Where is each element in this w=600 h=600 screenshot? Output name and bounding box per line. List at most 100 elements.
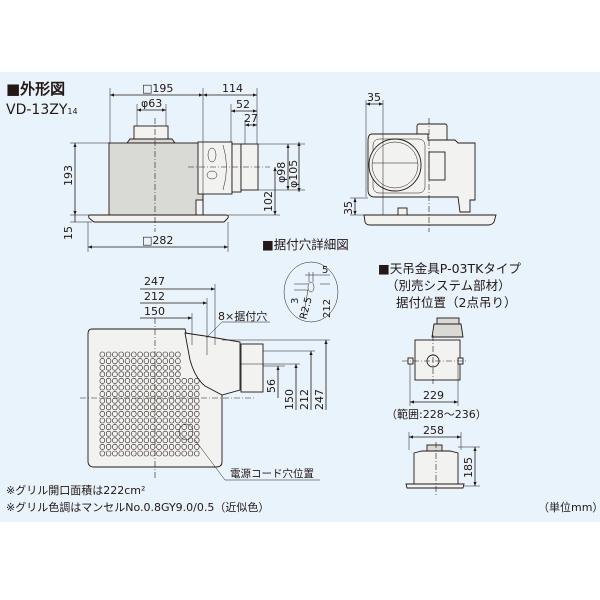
grille-slot <box>124 424 131 430</box>
grille-slot <box>194 411 200 417</box>
grille-slot <box>118 391 124 397</box>
grille-slot <box>181 450 187 457</box>
grille-slot <box>162 411 168 417</box>
grille-slot <box>106 417 112 424</box>
grille-slot <box>99 404 105 411</box>
grille-slot <box>187 444 194 450</box>
grille-slot <box>169 424 175 430</box>
grille-slot <box>169 358 175 364</box>
grille-slot <box>175 411 181 417</box>
grille-slot <box>124 351 131 358</box>
grille-slot <box>181 437 187 444</box>
svg-text:247: 247 <box>313 389 326 410</box>
grille-slot <box>118 404 124 411</box>
grille-slot <box>106 424 112 430</box>
grille-slot <box>181 384 187 391</box>
grille-slot <box>137 391 143 397</box>
body <box>108 142 204 216</box>
grille-slot <box>118 450 124 457</box>
svg-text:φ63: φ63 <box>141 97 162 110</box>
grille-slot <box>162 450 168 457</box>
grille-slot <box>187 450 194 457</box>
bottom-view: 電源コード穴位置 8×据付穴 247 212 150 56 150 212 24… <box>80 275 330 481</box>
grille-slot <box>99 384 105 391</box>
grille-slot <box>137 364 143 371</box>
grille-slot <box>131 417 137 424</box>
grille-slot <box>162 404 168 411</box>
grille-slot <box>106 371 112 378</box>
grille-slot <box>112 364 118 371</box>
grille-slot <box>175 450 181 457</box>
grille-slot <box>143 411 150 417</box>
grille-slot <box>137 417 143 424</box>
grille-slot <box>194 444 200 450</box>
grille-slot <box>156 417 162 424</box>
svg-text:27: 27 <box>244 112 258 125</box>
grille-slot <box>106 358 112 364</box>
grille-slot <box>175 437 181 444</box>
model-number: VD-13ZY14 <box>6 102 78 118</box>
grille-slot <box>150 378 156 384</box>
grille-slot <box>181 391 187 397</box>
grille-slot <box>124 404 131 411</box>
grille-slot <box>150 444 156 450</box>
grille-slot <box>112 351 118 358</box>
grille-slot <box>162 358 168 364</box>
grille-slot <box>106 430 112 437</box>
end-view: 35 35 <box>342 91 497 232</box>
svg-text:φ98: φ98 <box>275 162 288 183</box>
grille-slot <box>131 450 137 457</box>
grille-slot <box>162 430 168 437</box>
grille-slot <box>175 364 181 371</box>
grille-slot <box>143 378 150 384</box>
svg-text:150: 150 <box>144 305 165 318</box>
grille-slot <box>162 371 168 378</box>
grille-slot <box>118 437 124 444</box>
grille-slot <box>181 444 187 450</box>
grille-slot <box>187 404 194 411</box>
grille-slot <box>118 444 124 450</box>
svg-text:3: 3 <box>290 298 301 304</box>
grille-slot <box>194 417 200 424</box>
grille-slot <box>112 378 118 384</box>
side-view: □195 114 φ63 52 27 193 15 □282 φ98 φ105 … <box>62 82 305 252</box>
grille-slot <box>137 424 143 430</box>
grille-slot <box>106 411 112 417</box>
grille-slot <box>175 384 181 391</box>
grille-slot <box>112 411 118 417</box>
grille-slot <box>137 358 143 364</box>
grille-slot <box>156 430 162 437</box>
grille-slot <box>162 384 168 391</box>
grille-slot <box>131 358 137 364</box>
collar-flange <box>126 138 176 144</box>
grille-slot <box>181 404 187 411</box>
grille-slot <box>106 351 112 358</box>
grille-slot <box>194 391 200 397</box>
grille-slot <box>131 384 137 391</box>
grille-slot <box>118 351 124 358</box>
grille-slot <box>112 430 118 437</box>
svg-text:229: 229 <box>423 389 444 402</box>
grille-slot <box>124 378 131 384</box>
grille-slot <box>175 351 181 358</box>
grille-slot <box>162 424 168 430</box>
grille-slot <box>175 417 181 424</box>
grille-slot <box>169 391 175 397</box>
grille-slot <box>143 364 150 371</box>
grille-slot <box>194 424 200 430</box>
grille-slot <box>194 430 200 437</box>
grille-slot <box>169 430 175 437</box>
grille-slot <box>131 437 137 444</box>
grille-slot <box>162 417 168 424</box>
grille-slot <box>106 378 112 384</box>
grille-slot <box>137 411 143 417</box>
grille-slot <box>118 371 124 378</box>
panel <box>88 214 229 223</box>
grille-slot <box>106 437 112 444</box>
grille-slot <box>118 417 124 424</box>
grille-slot <box>124 444 131 450</box>
svg-text:□195: □195 <box>142 82 173 95</box>
grille-slot <box>112 437 118 444</box>
grille-slot <box>175 378 181 384</box>
